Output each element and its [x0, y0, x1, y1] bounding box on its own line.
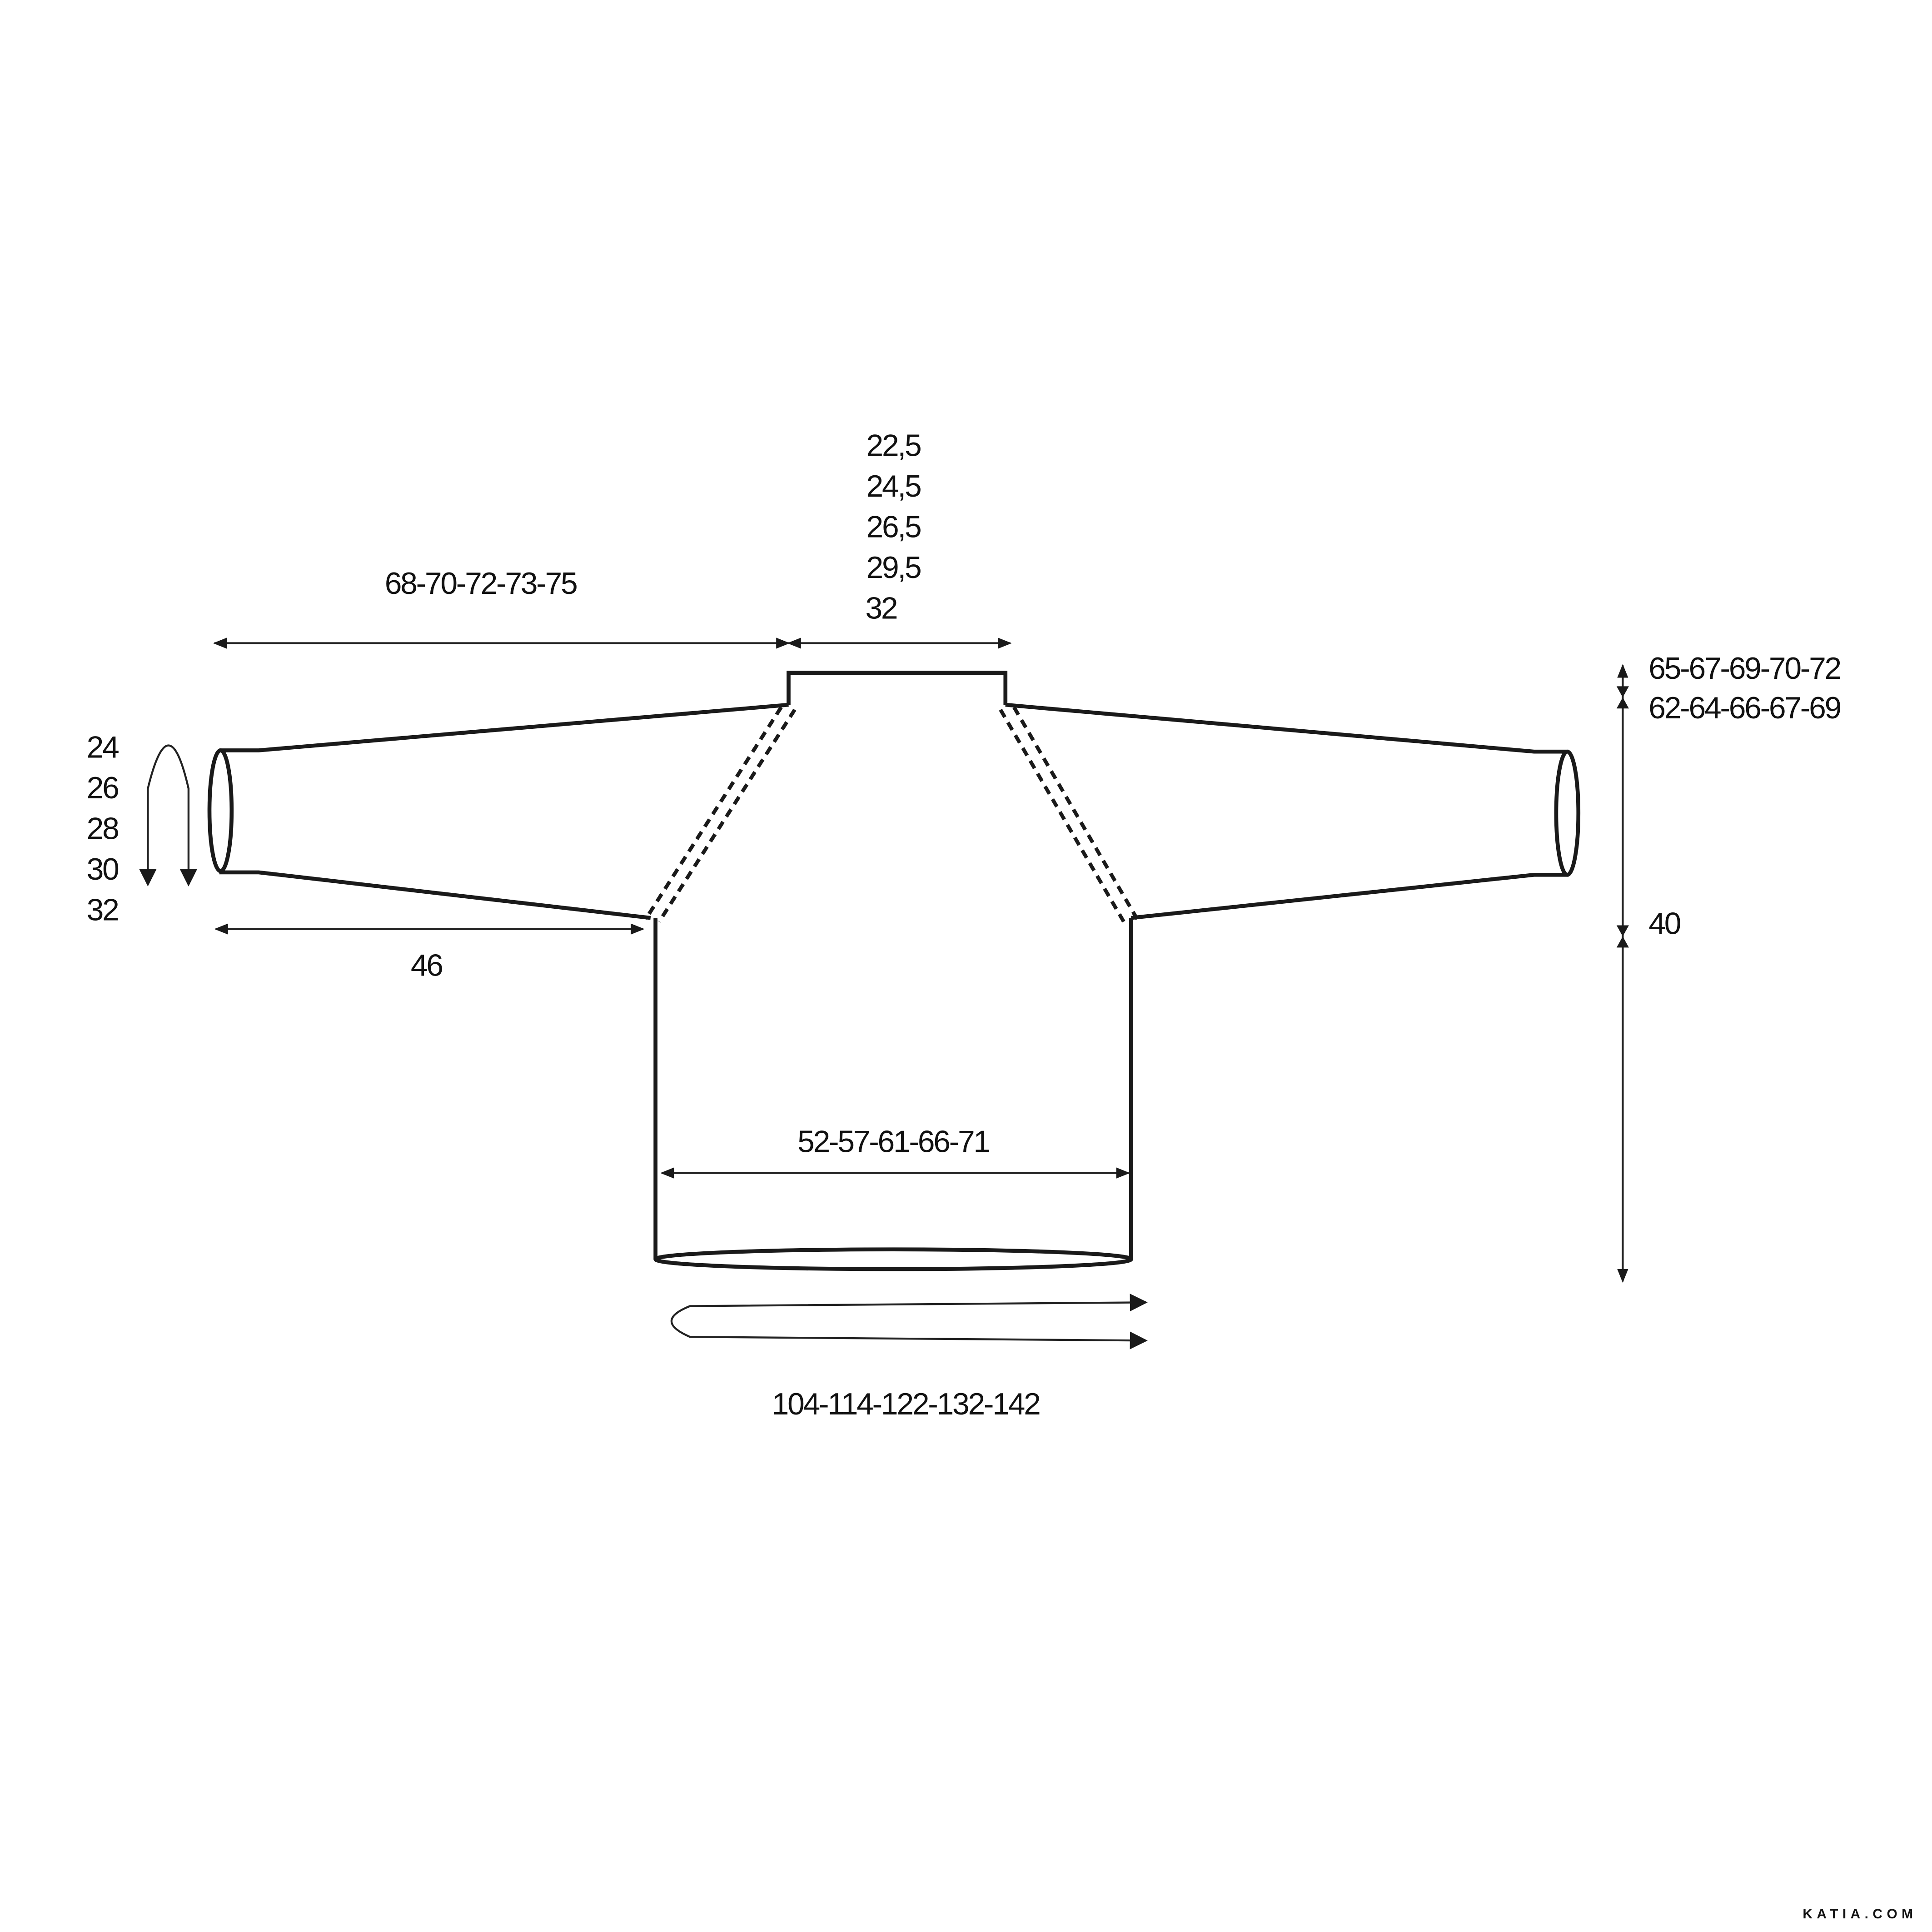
- body-side-label: 40: [1648, 906, 1680, 941]
- left-sleeve-bottom: [219, 870, 651, 920]
- cuff-label-1: 24: [87, 731, 119, 765]
- cuff-label-3: 28: [87, 812, 118, 846]
- neck-label-1: 22,5: [866, 428, 921, 463]
- neck-label-2: 24,5: [866, 469, 921, 503]
- body-length-total-label: 65-67-69-70-72: [1648, 652, 1840, 686]
- right-sleeve-top: [1005, 702, 1569, 754]
- left-raglan-seam: [644, 706, 797, 923]
- left-cuff: [207, 748, 234, 873]
- cuff-label-5: 32: [87, 893, 118, 927]
- body-width-label: 52-57-61-66-71: [797, 1125, 989, 1159]
- neck-label-4: 29,5: [866, 551, 921, 585]
- front-length-tick: [1616, 686, 1629, 709]
- garment-outline: [207, 671, 1581, 1271]
- circumference-label: 104-114-122-132-142: [772, 1387, 1040, 1421]
- cuff-label-2: 26: [87, 771, 118, 805]
- neck-band: [787, 671, 1008, 705]
- body-hem: [653, 1247, 1133, 1271]
- dimensions: [139, 637, 1629, 1349]
- right-sleeve-bottom: [1130, 872, 1569, 920]
- brand-logo: KATIA.COM: [1803, 1907, 1917, 1922]
- underarm-label: 46: [411, 949, 442, 983]
- circumference-arrow: [670, 1294, 1148, 1349]
- right-raglan-seam: [999, 706, 1139, 923]
- neck-label-3: 26,5: [866, 510, 921, 544]
- neck-label-5: 32: [865, 591, 896, 625]
- left-sleeve-top: [219, 702, 789, 752]
- side-length-tick: [1616, 925, 1629, 948]
- body-length-front-label: 62-64-66-67-69: [1648, 691, 1840, 725]
- cuff-label-4: 30: [87, 852, 119, 886]
- cuff-circumference-arrow: [139, 744, 198, 886]
- labels: 22,5 24,5 26,5 29,5 32 68-70-72-73-75 24…: [87, 428, 1917, 1922]
- right-cuff: [1554, 749, 1581, 877]
- sleeve-length-label: 68-70-72-73-75: [385, 567, 577, 601]
